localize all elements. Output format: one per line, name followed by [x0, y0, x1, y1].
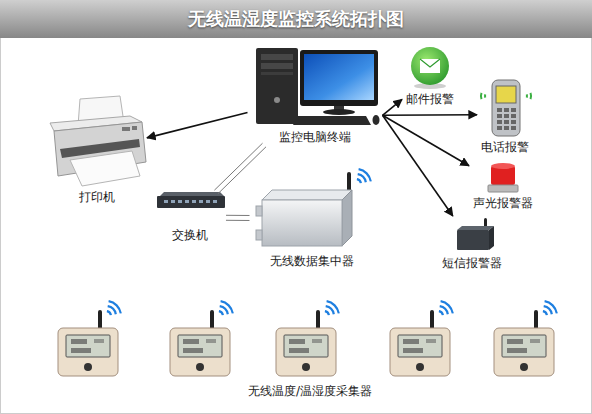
concentrator-icon-part: [256, 206, 262, 216]
sms-alarm-icon-part: [489, 226, 494, 250]
computer-icon: [256, 48, 380, 125]
alarm-arrow: [383, 114, 478, 116]
computer-icon-part: [256, 48, 298, 124]
computer-icon-part: [323, 109, 355, 115]
switch-icon-part: [157, 196, 225, 208]
computer-icon-part: [261, 54, 293, 60]
concentrator-icon: [256, 169, 371, 246]
printer-icon-part: [70, 151, 140, 186]
switch-icon-part: [185, 200, 189, 203]
email-alarm: 邮件报警: [402, 46, 458, 107]
sound-light-alarm-icon: [488, 163, 518, 192]
phone-icon-part: [497, 126, 502, 130]
printer: 打印机: [47, 96, 147, 205]
phone-icon-part: [496, 86, 516, 103]
concentrator-icon-part: [358, 174, 366, 182]
concentrator-icon-part: [262, 200, 342, 246]
node-label: 交换机: [172, 228, 208, 243]
phone-icon-part: [511, 114, 516, 118]
alarm-arrow: [147, 113, 248, 138]
network-switch: 交换机: [154, 192, 226, 243]
node-label: 打印机: [79, 190, 115, 205]
phone-icon-part: [526, 94, 528, 97]
collector-device: [58, 301, 121, 376]
switch-icon: [157, 192, 225, 208]
switch-icon-part: [213, 200, 217, 203]
phone-icon-part: [480, 93, 483, 99]
phone-icon-part: [511, 108, 516, 112]
phone-icon-part: [497, 108, 502, 112]
collector-device: [170, 301, 233, 376]
switch-icon-part: [206, 200, 210, 203]
collector-device: [494, 301, 557, 376]
switch-icon-part: [171, 200, 175, 203]
switch-icon-part: [199, 200, 203, 203]
node-label: 声光报警器: [473, 196, 533, 211]
email-icon-part: [420, 59, 440, 67]
concentrator-icon-part: [256, 230, 262, 240]
sms-alarm: 短信报警器: [438, 216, 506, 271]
sms-alarm-icon-part: [457, 226, 494, 230]
alarm-arrow: [383, 115, 453, 216]
email-icon-part: [411, 47, 449, 85]
group-label: 无线温度/温湿度采集器: [248, 384, 372, 399]
collector-device: [276, 301, 339, 376]
computer-icon-part: [300, 50, 378, 106]
phone-icon-part: [530, 93, 533, 99]
alarm-arrow: [383, 99, 403, 115]
sms-alarm-icon-part: [457, 230, 489, 250]
computer-icon-part: [261, 63, 293, 69]
collector-device: [390, 301, 453, 376]
sms-alarm-icon: [457, 218, 494, 250]
concentrator-icon-part: [357, 179, 361, 183]
switch-icon-part: [192, 200, 196, 203]
sound-light-alarm-icon-part: [491, 163, 515, 169]
computer-terminal: 监控电脑终端: [248, 46, 383, 145]
computer-icon-part: [261, 72, 293, 75]
node-label: 短信报警器: [442, 256, 502, 271]
concentrator-icon-part: [262, 190, 352, 200]
printer-icon-part: [132, 126, 137, 130]
phone-icon-part: [497, 114, 502, 118]
phone-icon: [481, 80, 531, 136]
node-label: 无线数据集中器: [270, 254, 354, 269]
node-label: 电话报警: [481, 140, 529, 155]
sound-light-alarm: 声光报警器: [469, 160, 537, 211]
title-bar: [0, 0, 592, 38]
computer-icon-part: [293, 116, 371, 125]
computer-icon-part: [304, 54, 374, 100]
phone-icon-part: [511, 120, 516, 124]
printer-icon-part: [122, 127, 130, 131]
phone-icon-part: [504, 114, 509, 118]
phone-icon-part: [504, 126, 509, 130]
network-cable: [226, 215, 250, 220]
phone-icon-part: [511, 126, 516, 130]
alarm-arrow: [383, 115, 470, 165]
phone-icon-part: [492, 80, 520, 136]
node-label: 监控电脑终端: [279, 130, 351, 145]
phone-icon-part: [504, 120, 509, 124]
diagram-title: 无线温湿度监控系统拓扑图: [0, 0, 592, 38]
node-label: 邮件报警: [406, 92, 454, 107]
phone-icon-part: [484, 94, 486, 97]
email-icon-part: [420, 59, 440, 73]
phone-alarm: 电话报警: [477, 74, 533, 155]
switch-icon-part: [164, 200, 168, 203]
email-icon: [411, 47, 449, 89]
concentrator-icon-part: [359, 169, 371, 181]
computer-icon-part: [274, 97, 280, 103]
data-concentrator: 无线数据集中器: [250, 168, 375, 269]
switch-icon-part: [160, 192, 224, 196]
phone-icon-part: [497, 120, 502, 124]
sound-light-alarm-icon-part: [488, 185, 518, 192]
phone-icon-part: [504, 108, 509, 112]
network-cable: [214, 143, 266, 194]
computer-icon-part: [373, 115, 380, 125]
concentrator-icon-part: [342, 190, 352, 246]
switch-icon-part: [178, 200, 182, 203]
printer-icon: [50, 96, 146, 186]
